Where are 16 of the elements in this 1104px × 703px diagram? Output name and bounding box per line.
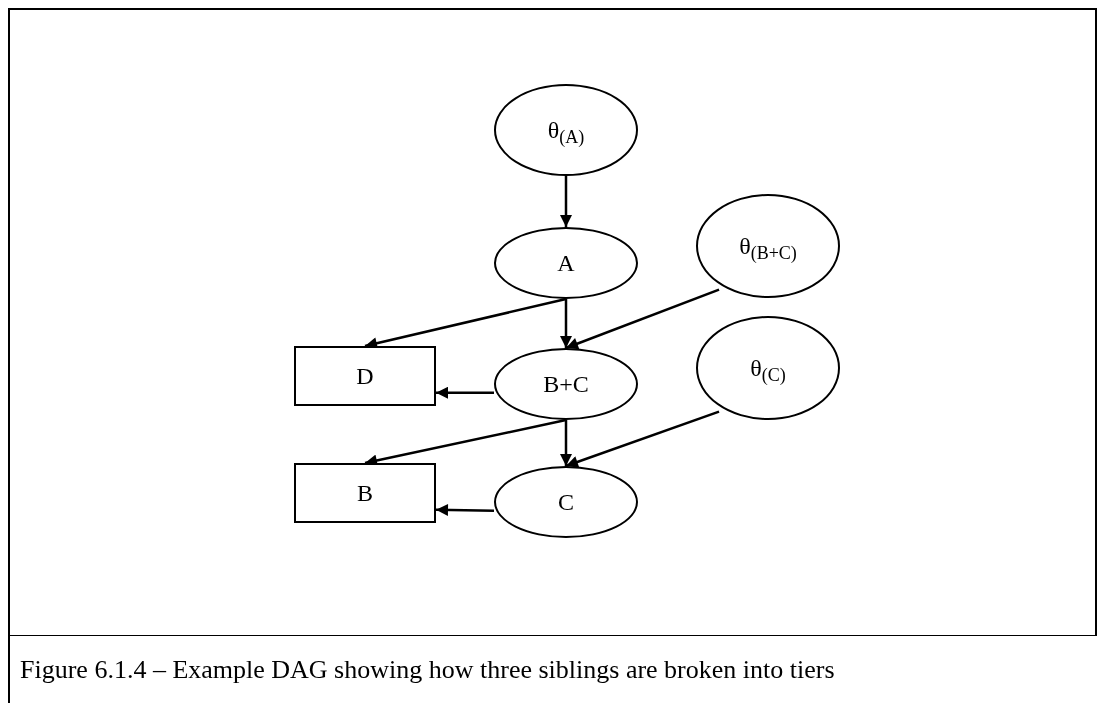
rectangle-node: B [294,463,436,523]
arrow [560,299,572,348]
ellipse-node: B+C [494,348,638,420]
figure-caption: Figure 6.1.4 – Example DAG showing how three siblings are broken into tiers [20,654,835,686]
arrow [436,386,494,399]
ellipse-node: θ$_{(C)}$ [696,316,840,420]
ellipse-node: θ$_{(B+C)}$ [696,194,840,298]
ellipse-node: A [494,227,638,299]
arrow [565,410,720,468]
ellipse-node: θ$_{(A)}$ [494,84,638,176]
arrow [436,503,494,516]
arrow [560,420,572,466]
arrow [560,176,572,227]
arrow [565,288,720,350]
rectangle-node: D [294,346,436,406]
ellipse-node: C [494,466,638,538]
